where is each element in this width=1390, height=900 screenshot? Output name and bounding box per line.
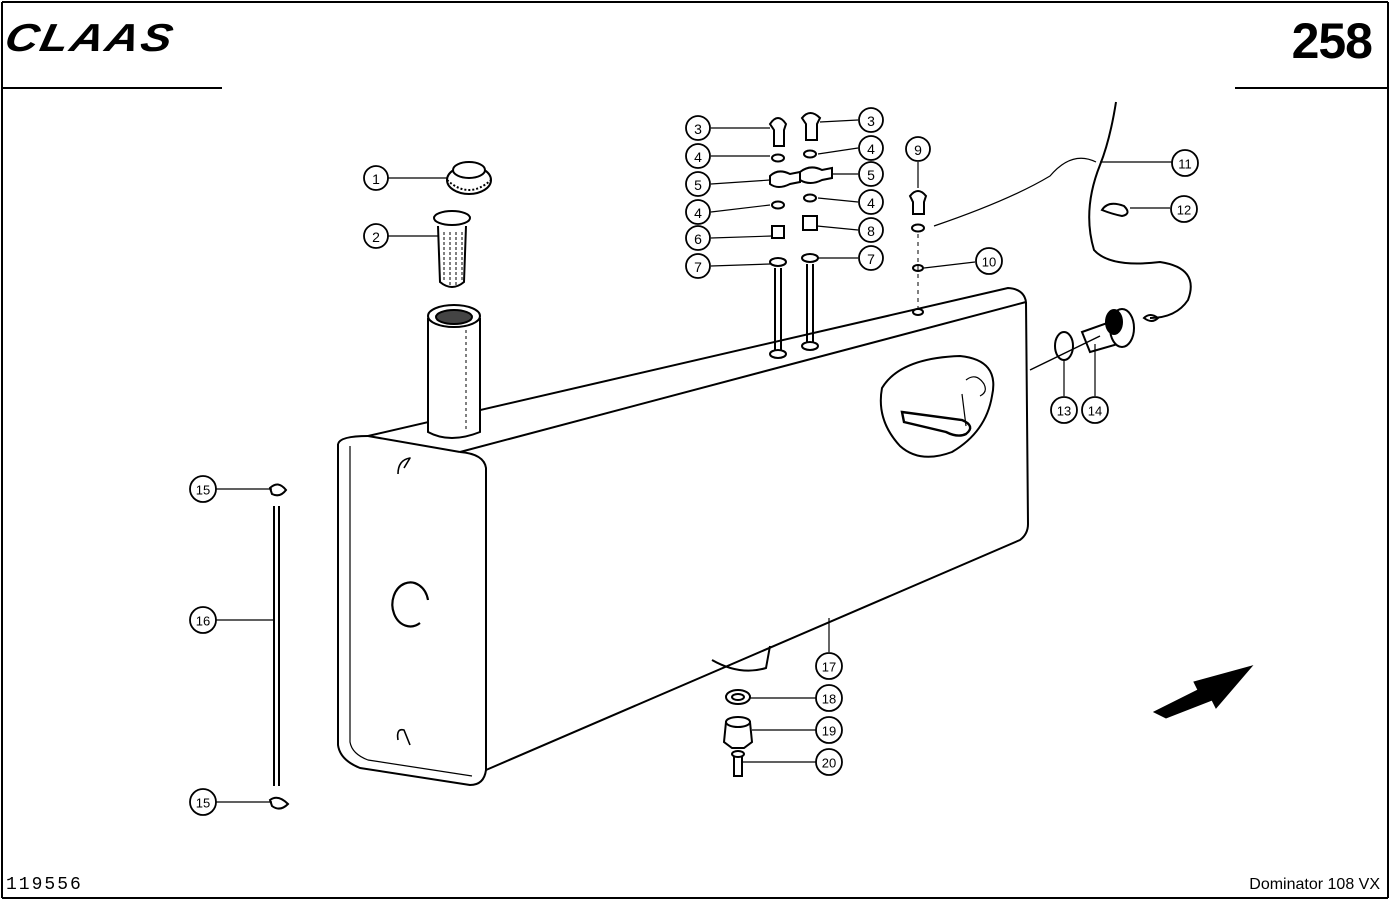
callout-2: 2 — [372, 229, 380, 245]
callout-4-right-lower: 4 — [867, 195, 875, 211]
fuel-tank — [337, 287, 1029, 786]
bolt-set-left — [768, 117, 801, 359]
level-sender — [1029, 308, 1135, 371]
callout-19: 19 — [822, 724, 836, 739]
leader-lines — [216, 119, 1172, 803]
brand-logo: CLAAS — [1, 15, 179, 60]
bolt-9 — [908, 190, 928, 316]
callout-14: 14 — [1088, 404, 1102, 419]
callout-17: 17 — [822, 660, 836, 675]
callout-15-top: 15 — [196, 483, 210, 498]
callout-7-right: 7 — [867, 251, 875, 267]
callout-16: 16 — [196, 614, 210, 629]
direction-arrow — [1152, 665, 1254, 719]
document-number: 119556 — [6, 875, 83, 895]
bolt-set-right — [799, 112, 833, 351]
callout-4-left-lower: 4 — [694, 205, 702, 221]
cable-clip — [1100, 202, 1129, 218]
callout-5-left: 5 — [694, 177, 702, 193]
drain-fittings — [722, 689, 754, 777]
callout-4-right-upper: 4 — [867, 141, 875, 157]
callout-6: 6 — [694, 231, 702, 247]
callout-12: 12 — [1177, 203, 1191, 218]
callout-18: 18 — [822, 692, 836, 707]
callout-11: 11 — [1178, 157, 1192, 172]
callout-3-right: 3 — [867, 113, 875, 129]
callout-9: 9 — [914, 142, 922, 158]
sender-cable — [933, 101, 1192, 322]
sender-opening — [879, 354, 995, 458]
filler-neck — [427, 304, 481, 439]
callout-5-right: 5 — [867, 167, 875, 183]
tank-cap — [446, 161, 492, 195]
model-name: Dominator 108 VX — [1249, 876, 1380, 893]
callout-7-left: 7 — [694, 259, 702, 275]
callout-10: 10 — [982, 255, 996, 270]
level-tube — [268, 483, 290, 810]
callout-4-left-upper: 4 — [694, 149, 702, 165]
strainer — [433, 210, 471, 288]
callout-20: 20 — [822, 756, 836, 771]
drain-housing — [711, 645, 771, 672]
callout-1: 1 — [372, 171, 380, 187]
callout-3-left: 3 — [694, 121, 702, 137]
callout-13: 13 — [1057, 404, 1071, 419]
page-number: 258 — [1291, 13, 1373, 69]
callout-circles — [189, 107, 1199, 816]
callout-8: 8 — [867, 223, 875, 239]
callout-15-bottom: 15 — [196, 796, 210, 811]
